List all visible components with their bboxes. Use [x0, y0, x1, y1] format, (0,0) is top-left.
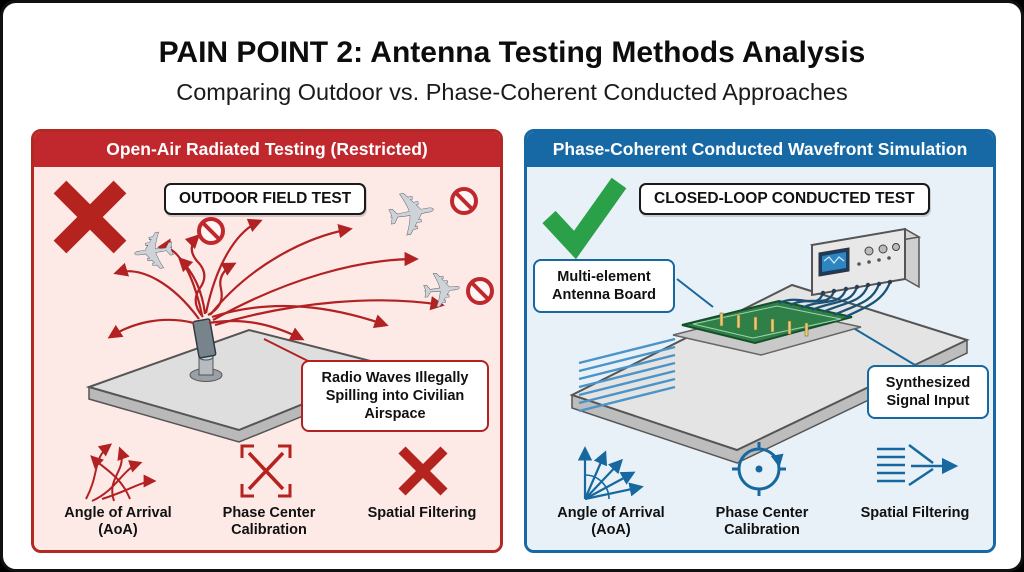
cross-mark-icon — [53, 180, 127, 254]
feature-label-line: Spatial Filtering — [860, 505, 970, 521]
svg-text:✈: ✈ — [381, 176, 443, 254]
feature-phase-center: Phase Center Calibration — [194, 505, 344, 540]
airplane-icon: ✈ — [419, 261, 466, 322]
page-title: PAIN POINT 2: Antenna Testing Methods An… — [158, 36, 866, 69]
spatial-filtering-cross-icon — [398, 446, 448, 496]
airplane-icon: ✈ — [381, 176, 444, 255]
feature-label-line: Spatial Filtering — [367, 505, 477, 521]
panel-conducted: Phase-Coherent Conducted Wavefront Simul… — [524, 129, 996, 553]
radio-wave-arrows — [107, 218, 445, 341]
airplane-icon: ✈ — [128, 220, 180, 286]
signal-input-callout: Synthesized Signal Input — [867, 365, 989, 420]
closed-loop-test-badge: CLOSED-LOOP CONDUCTED TEST — [639, 183, 930, 215]
panel-open-air-body: ✈ ✈ ✈ — [34, 167, 500, 550]
check-mark-icon — [542, 177, 627, 260]
panel-conducted-body: CLOSED-LOOP CONDUCTED TEST Multi-element… — [527, 167, 993, 550]
feature-label-line: Angle of Arrival — [557, 505, 665, 521]
panel-open-air-header: Open-Air Radiated Testing (Restricted) — [34, 132, 500, 167]
phase-center-dial-icon — [732, 442, 786, 496]
open-air-illustration: ✈ ✈ ✈ — [53, 176, 494, 502]
feature-phase-center: Phase Center Calibration — [687, 505, 837, 540]
wavefront-lines — [578, 337, 676, 413]
signal-generator-graphic — [809, 227, 922, 297]
panel-open-air: Open-Air Radiated Testing (Restricted) — [31, 129, 503, 553]
feature-label-line: (AoA) — [591, 522, 631, 539]
page-subtitle: Comparing Outdoor vs. Phase-Coherent Con… — [176, 79, 848, 105]
svg-text:✈: ✈ — [128, 220, 180, 285]
feature-label-line: Phase Center — [222, 505, 316, 521]
feature-spatial-filtering: Spatial Filtering — [840, 505, 990, 522]
outdoor-field-test-badge: OUTDOOR FIELD TEST — [164, 183, 367, 215]
feature-label-line: (AoA) — [98, 522, 138, 539]
antenna-board-graphic — [672, 299, 862, 356]
feature-label-line: Calibration — [231, 522, 307, 539]
conducted-illustration — [542, 177, 970, 501]
feature-aoa: Angle of Arrival (AoA) — [43, 505, 193, 540]
antenna-graphic — [189, 318, 223, 382]
panel-conducted-header: Phase-Coherent Conducted Wavefront Simul… — [527, 132, 993, 167]
svg-text:✈: ✈ — [419, 261, 465, 321]
aoa-scatter-icon — [85, 443, 157, 502]
spatial-filtering-funnel-icon — [877, 444, 959, 487]
callout-leader-line — [854, 328, 916, 366]
feature-spatial-filtering: Spatial Filtering — [347, 505, 497, 522]
feature-label-line: Phase Center — [715, 505, 809, 521]
callout-leader-line — [676, 278, 714, 308]
no-entry-icon — [466, 277, 494, 305]
phase-center-crossed-icon — [240, 444, 292, 498]
feature-label-line: Angle of Arrival — [64, 505, 172, 521]
feature-label-line: Calibration — [724, 522, 800, 539]
feature-aoa: Angle of Arrival (AoA) — [536, 505, 686, 540]
antenna-board-callout: Multi-element Antenna Board — [533, 259, 675, 314]
callout-leader-line — [263, 338, 313, 364]
radio-waves-callout: Radio Waves Illegally Spilling into Civi… — [301, 360, 489, 433]
no-entry-icon — [197, 217, 225, 245]
cable-bundle — [778, 281, 892, 319]
no-entry-icon — [450, 187, 478, 215]
aoa-fan-icon — [577, 446, 644, 501]
